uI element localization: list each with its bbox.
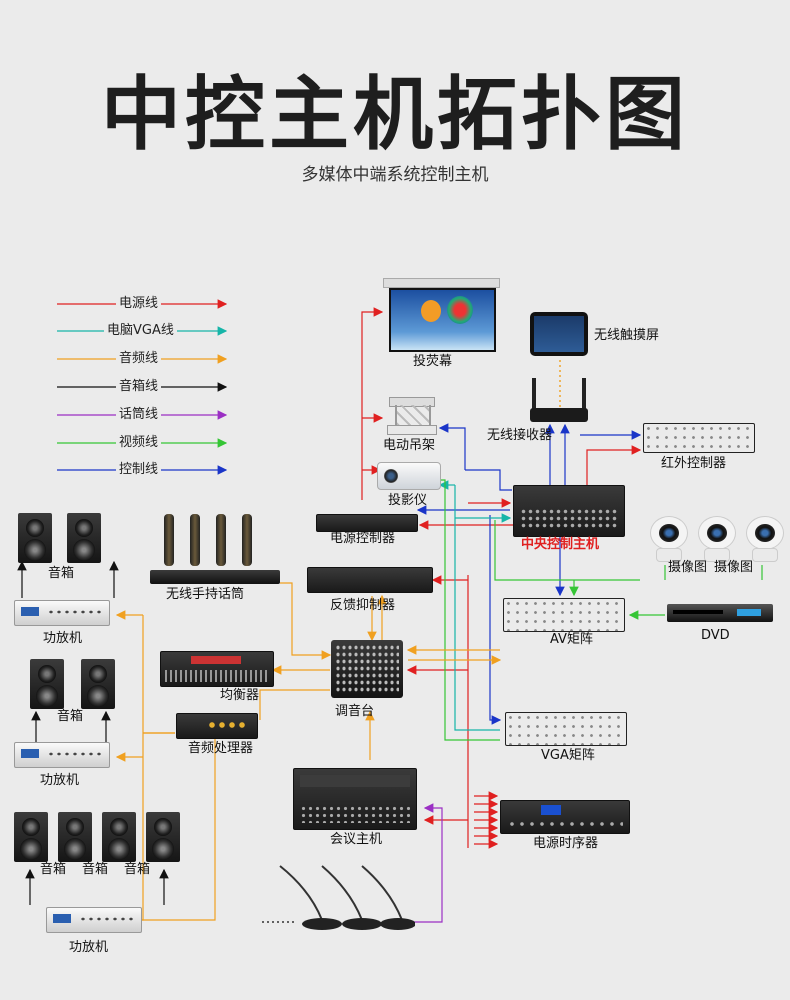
central-host-label: 中央控制主机 (521, 537, 600, 552)
amplifier-label-3: 功放机 (69, 940, 109, 955)
ir-controller-label: 红外控制器 (661, 456, 727, 471)
camera-icon (648, 516, 688, 562)
legend-vga-line: 电脑VGA线 (104, 323, 177, 339)
conference-host (293, 768, 417, 830)
vga-matrix (505, 712, 627, 746)
page-subtitle: 多媒体中端系统控制主机 (301, 165, 489, 185)
motor-lift-label: 电动吊架 (383, 438, 436, 453)
camera-2-label: 摄像图 (714, 560, 754, 575)
speaker-icon (102, 812, 136, 862)
power-controller (316, 514, 418, 532)
projector (377, 462, 441, 490)
speaker-icon (58, 812, 92, 862)
camera-1-label: 摄像图 (668, 560, 708, 575)
speaker-icon (146, 812, 180, 862)
camera-icon (696, 516, 736, 562)
projector-label: 投影仪 (388, 493, 428, 508)
power-sequencer (500, 800, 630, 834)
audio-processor (176, 713, 258, 739)
speaker-icon (81, 659, 115, 709)
wireless-mic (150, 514, 280, 586)
audio-processor-label: 音频处理器 (188, 741, 254, 756)
av-matrix-label: AV矩阵 (550, 632, 593, 647)
amplifier-label-2: 功放机 (40, 773, 80, 788)
dvd-label: DVD (701, 628, 730, 643)
feedback-suppressor (307, 567, 433, 593)
central-control-host (513, 485, 625, 537)
speaker-icon (18, 513, 52, 563)
motor-lift (385, 397, 437, 435)
equalizer-label: 均衡器 (220, 688, 260, 703)
page-title: 中控主机拓扑图 (101, 68, 689, 161)
projection-screen (383, 278, 500, 352)
power-controller-label: 电源控制器 (330, 531, 396, 546)
equalizer (160, 651, 274, 687)
amplifier-label-1: 功放机 (43, 631, 83, 646)
speaker-label-5: 音箱 (124, 862, 151, 877)
amplifier (46, 907, 142, 933)
ir-controller (643, 423, 755, 453)
amplifier (14, 742, 110, 768)
speaker-label-4: 音箱 (82, 862, 109, 877)
mixer (331, 640, 403, 698)
amplifier (14, 600, 110, 626)
legend-speaker-line: 音箱线 (116, 379, 162, 395)
speaker-icon (30, 659, 64, 709)
legend-video-line: 视频线 (116, 435, 162, 451)
power-sequencer-label: 电源时序器 (533, 836, 599, 851)
wireless-receiver (530, 378, 588, 424)
feedback-suppressor-label: 反馈抑制器 (330, 598, 396, 613)
camera-icon (744, 516, 784, 562)
touch-screen (530, 312, 588, 356)
dvd-player (667, 604, 773, 622)
legend-power-line: 电源线 (116, 296, 162, 312)
screen-label: 投荧幕 (413, 354, 453, 369)
legend-audio-line: 音频线 (116, 351, 162, 367)
conference-mics (279, 865, 415, 930)
mixer-label: 调音台 (335, 704, 375, 719)
speaker-label-1: 音箱 (48, 566, 75, 581)
vga-matrix-label: VGA矩阵 (541, 748, 595, 763)
av-matrix (503, 598, 625, 632)
legend-mic-line: 话筒线 (116, 407, 162, 423)
wireless-mic-label: 无线手持话筒 (166, 587, 245, 602)
touch-screen-label: 无线触摸屏 (594, 328, 660, 343)
conference-host-label: 会议主机 (330, 832, 383, 847)
speaker-label-2: 音箱 (57, 709, 84, 724)
speaker-label-3: 音箱 (40, 862, 67, 877)
speaker-icon (67, 513, 101, 563)
legend-control-line: 控制线 (116, 462, 162, 478)
wireless-receiver-label: 无线接收器 (487, 428, 553, 443)
speaker-icon (14, 812, 48, 862)
